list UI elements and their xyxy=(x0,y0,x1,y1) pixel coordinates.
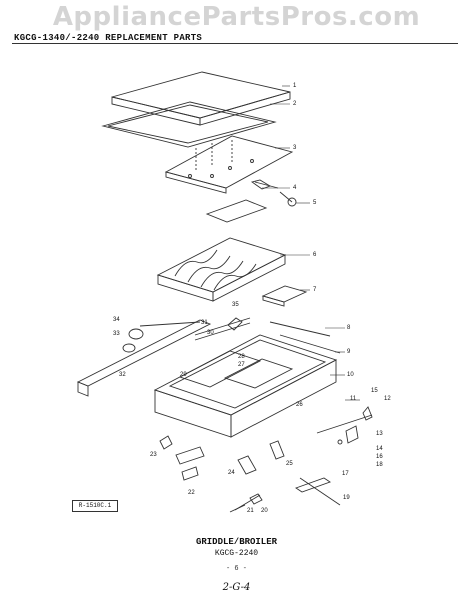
callout-27: 27 xyxy=(238,362,245,368)
callout-30: 30 xyxy=(207,330,214,336)
callout-20: 20 xyxy=(261,508,268,514)
footer-code: 2-G-4 xyxy=(222,582,251,593)
callout-6: 6 xyxy=(313,252,317,258)
callout-34: 34 xyxy=(113,317,120,323)
part-9-rod xyxy=(279,334,341,354)
page-number: - 6 - xyxy=(225,565,247,573)
page-header: KGCG-1340/-2240 REPLACEMENT PARTS xyxy=(14,33,203,43)
callout-17: 17 xyxy=(342,471,349,477)
callout-11: 11 xyxy=(350,396,357,402)
callout-31: 31 xyxy=(201,320,208,326)
part-8-rod xyxy=(269,321,331,337)
callout-28: 28 xyxy=(238,354,245,360)
callout-8: 8 xyxy=(347,325,351,331)
callout-29: 29 xyxy=(180,372,187,378)
callout-10: 10 xyxy=(347,372,354,378)
callout-33: 33 xyxy=(113,331,120,337)
watermark-logo: AppliancePartsPros.com xyxy=(52,2,421,32)
right-side-parts xyxy=(295,406,373,506)
callout-26: 26 xyxy=(296,402,303,408)
callout-7: 7 xyxy=(313,287,317,293)
part-2-gasket-frame xyxy=(101,101,277,148)
callout-2: 2 xyxy=(293,101,297,107)
part-3-tray-plate xyxy=(164,135,294,194)
callout-15: 15 xyxy=(371,388,378,394)
igniter-assembly xyxy=(229,493,263,513)
callout-32: 32 xyxy=(119,372,126,378)
diagram-reference-code: R-1510C.1 xyxy=(72,500,118,512)
callout-1: 1 xyxy=(293,83,297,89)
callout-35: 35 xyxy=(232,302,239,308)
part-6-burner-grate xyxy=(156,237,287,302)
part-10-main-body xyxy=(153,334,338,438)
callout-13: 13 xyxy=(376,431,383,437)
callout-9: 9 xyxy=(347,349,351,355)
callout-19: 19 xyxy=(343,495,350,501)
part-1-griddle-cover xyxy=(111,71,291,126)
callout-22: 22 xyxy=(188,490,195,496)
header-divider xyxy=(12,43,458,44)
diagram-model: KGCG-2240 xyxy=(214,549,259,558)
callout-12: 12 xyxy=(384,396,391,402)
callout-25: 25 xyxy=(286,461,293,467)
callout-21: 21 xyxy=(247,508,254,514)
left-rail-assembly xyxy=(76,319,212,397)
part-4-bracket xyxy=(205,179,279,223)
callout-4: 4 xyxy=(293,185,297,191)
callout-14: 14 xyxy=(376,446,383,452)
part-5-knob xyxy=(279,191,297,207)
callout-18: 18 xyxy=(376,462,383,468)
diagram-title: GRIDDLE/BROILER xyxy=(195,537,277,547)
callout-5: 5 xyxy=(313,200,317,206)
callout-24: 24 xyxy=(228,470,235,476)
valve-fitting xyxy=(194,317,251,341)
callout-3: 3 xyxy=(293,145,297,151)
callout-16: 16 xyxy=(376,454,383,460)
callout-23: 23 xyxy=(150,452,157,458)
part-7-pan xyxy=(261,285,308,307)
lower-left-clips xyxy=(159,435,285,481)
